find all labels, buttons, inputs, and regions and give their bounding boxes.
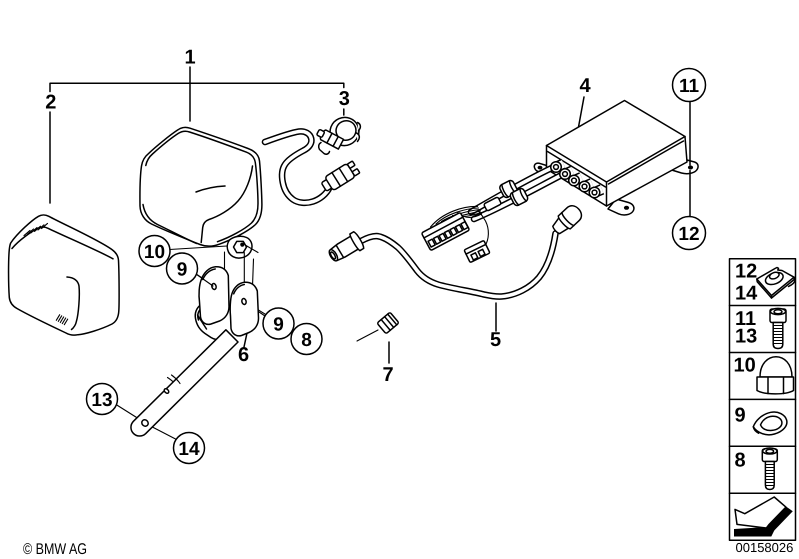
svg-text:8: 8 (301, 330, 312, 351)
svg-text:11: 11 (735, 308, 756, 330)
svg-text:3: 3 (339, 88, 350, 110)
svg-text:11: 11 (679, 76, 700, 97)
svg-text:13: 13 (91, 390, 112, 411)
svg-text:14: 14 (735, 283, 758, 305)
svg-text:9: 9 (735, 405, 746, 427)
svg-text:© BMW AG: © BMW AG (23, 541, 87, 558)
svg-text:00158026: 00158026 (736, 540, 794, 555)
svg-text:9: 9 (273, 315, 284, 336)
svg-text:4: 4 (579, 75, 591, 97)
svg-text:2: 2 (45, 91, 56, 113)
svg-text:7: 7 (382, 364, 393, 386)
svg-text:12: 12 (735, 261, 757, 283)
svg-text:9: 9 (177, 260, 188, 281)
svg-text:5: 5 (490, 329, 501, 351)
svg-text:6: 6 (238, 344, 249, 366)
svg-text:12: 12 (678, 224, 699, 245)
svg-text:10: 10 (734, 355, 756, 377)
svg-text:8: 8 (735, 450, 746, 472)
svg-text:1: 1 (184, 47, 195, 69)
svg-text:13: 13 (735, 326, 757, 348)
svg-text:10: 10 (144, 242, 165, 263)
svg-text:14: 14 (178, 439, 200, 460)
